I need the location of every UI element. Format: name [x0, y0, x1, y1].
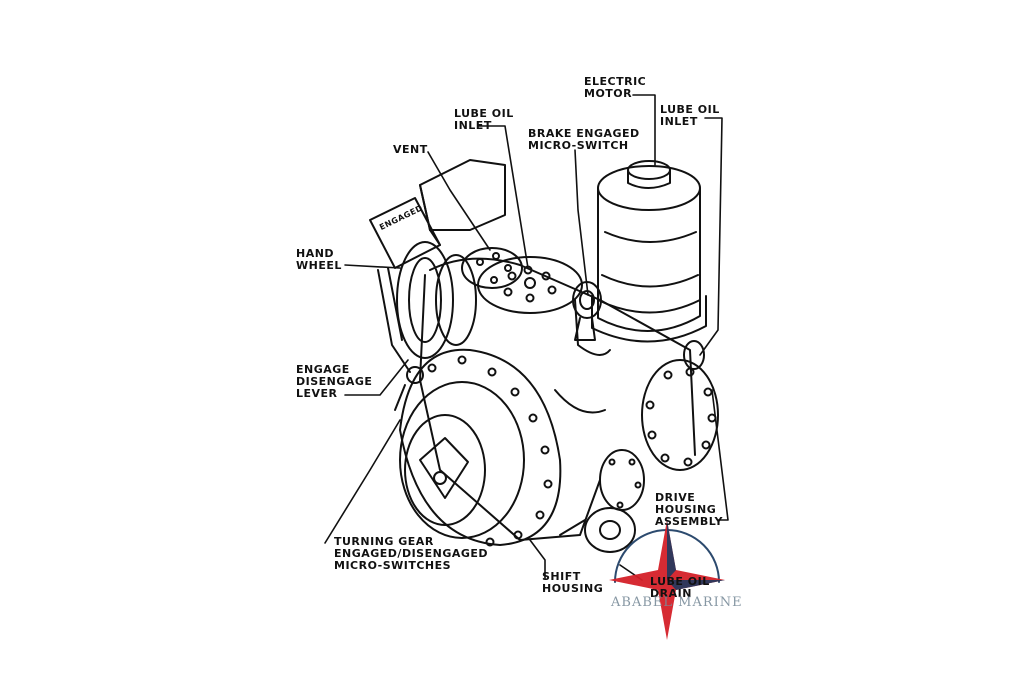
label-lube-oil-inlet-top: LUBE OIL INLET	[454, 107, 514, 132]
label-brake-micro-switch: BRAKE ENGAGED MICRO-SWITCH	[528, 127, 640, 152]
lube-oil-drain-flange	[559, 507, 636, 553]
label-vent: VENT	[393, 143, 428, 156]
brake-micro-switch	[572, 281, 602, 341]
label-drive-housing: DRIVE HOUSING ASSEMBLY	[655, 491, 723, 528]
gear-housing	[419, 257, 696, 541]
label-shift-housing: SHIFT HOUSING	[542, 570, 604, 595]
label-hand-wheel: HAND WHEEL	[296, 247, 342, 272]
front-gear-cover	[399, 348, 562, 547]
shift-housing-flange	[599, 449, 645, 511]
label-engage-lever: ENGAGE DISENGAGE LEVER	[296, 363, 373, 400]
label-lube-oil-inlet-right: LUBE OIL INLET	[660, 103, 720, 128]
vent-flange	[461, 247, 523, 289]
engaged-placard	[369, 159, 506, 269]
drive-housing-cover	[641, 340, 719, 471]
label-turning-gear-switches: TURNING GEAR ENGAGED/DISENGAGED MICRO-SW…	[334, 535, 489, 572]
label-lube-oil-drain: LUBE OIL DRAIN	[650, 575, 710, 600]
label-electric-motor: ELECTRIC MOTOR	[584, 75, 647, 100]
watermark-logo	[609, 520, 725, 640]
hand-wheel	[396, 241, 477, 359]
watermark-text: ABABEL MARINE	[611, 595, 743, 610]
electric-motor	[591, 160, 707, 343]
engage-lever	[377, 267, 424, 411]
